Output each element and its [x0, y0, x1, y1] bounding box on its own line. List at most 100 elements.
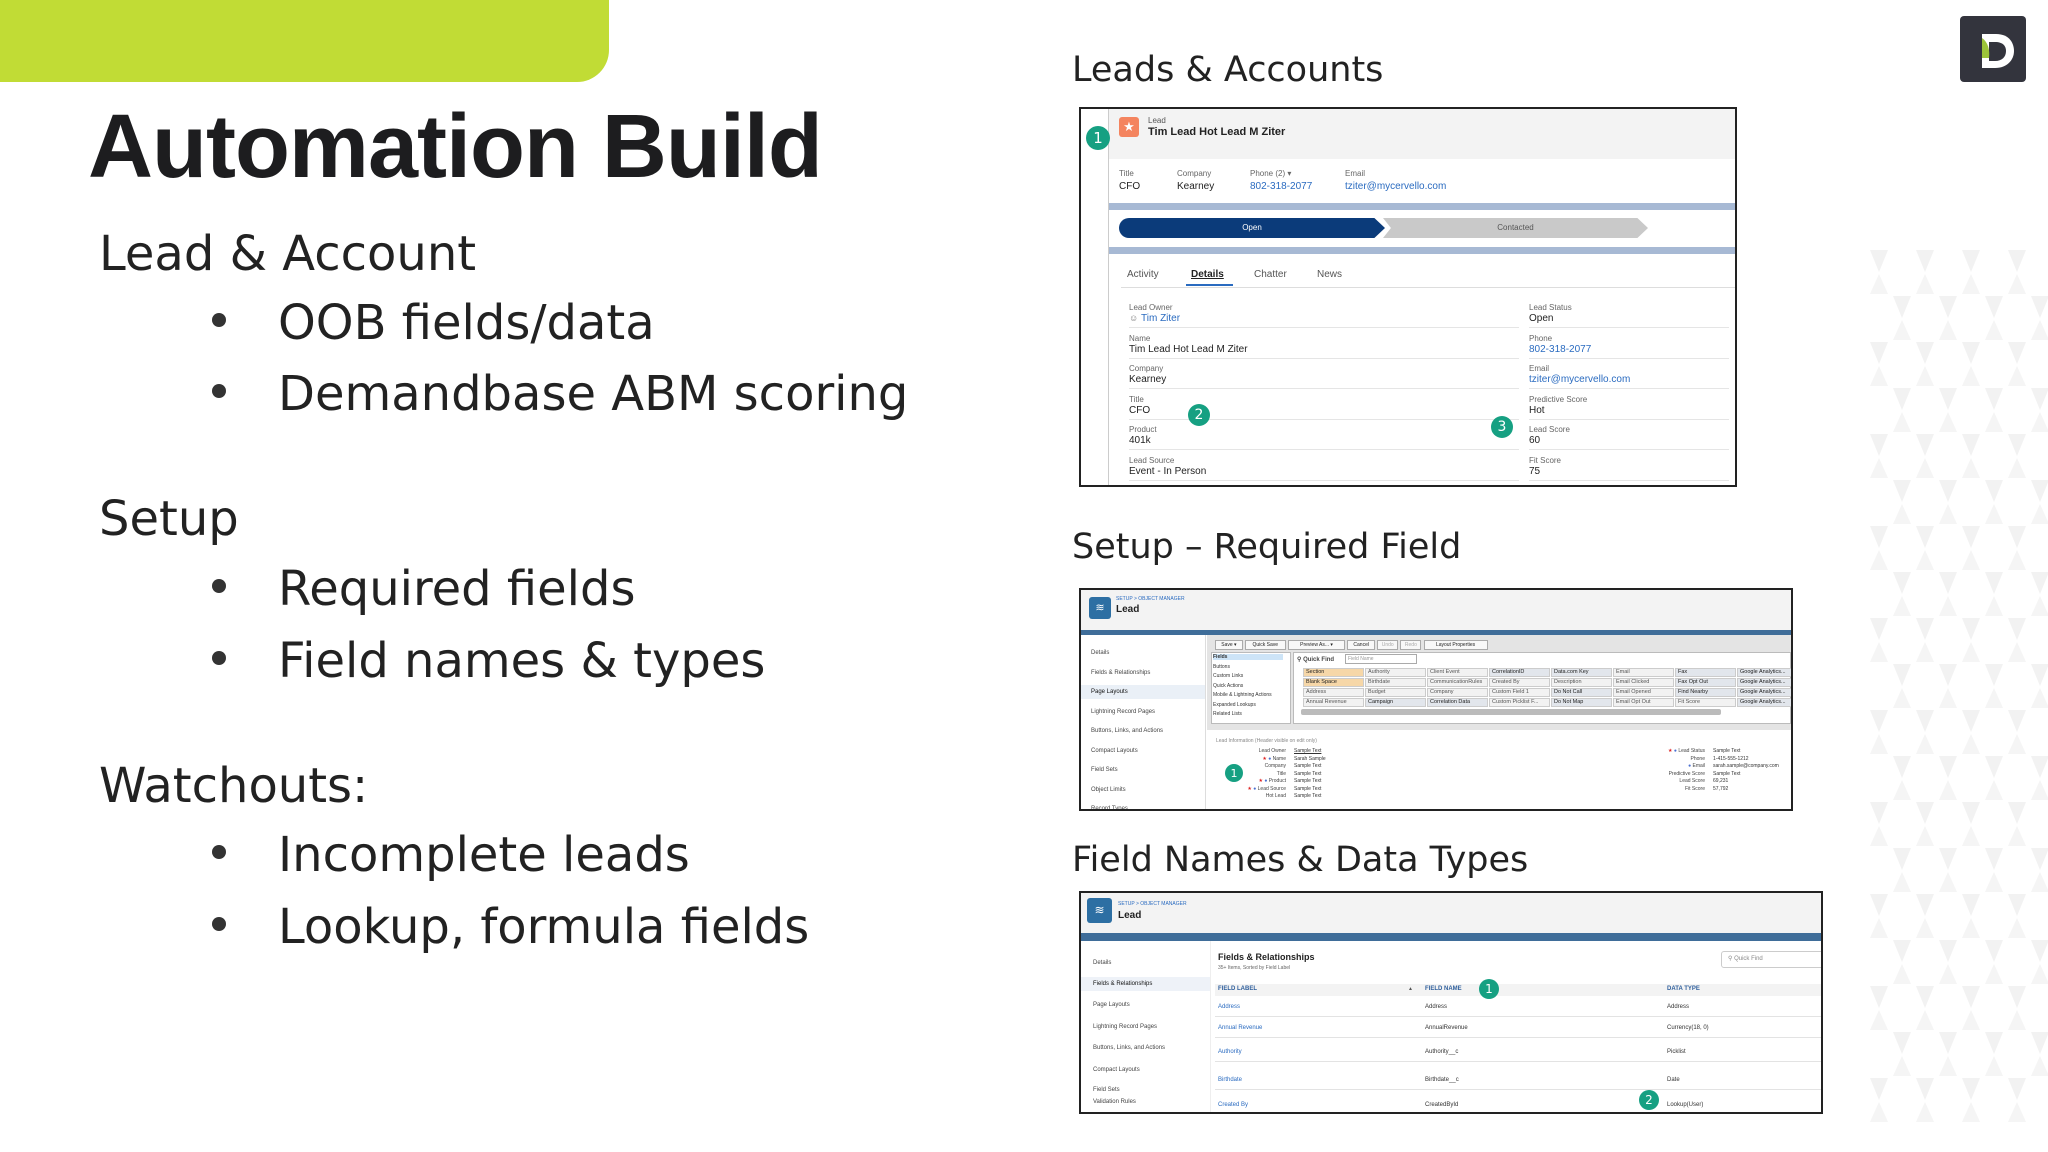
sidebar-item[interactable]: Buttons, Links, and Actions — [1093, 1045, 1166, 1051]
table-cell: Address — [1667, 1004, 1690, 1010]
palette-field[interactable]: Fax — [1675, 668, 1736, 677]
toolbar-button[interactable]: Layout Properties — [1423, 640, 1488, 650]
palette-field[interactable]: Client Event — [1427, 668, 1488, 677]
palette-field[interactable]: Google Analytics... — [1737, 688, 1791, 697]
palette-field[interactable]: Budget — [1365, 688, 1426, 697]
sidebar-item[interactable]: Field Sets — [1093, 1087, 1120, 1091]
palette-field[interactable]: Created By — [1489, 678, 1550, 687]
row-divider — [1215, 1061, 1821, 1062]
tab-news[interactable]: News — [1317, 269, 1343, 280]
sidebar-item[interactable]: Record Types — [1091, 806, 1128, 811]
callout-badge: 1 — [1086, 126, 1110, 150]
sidebar-item[interactable]: Compact Layouts — [1091, 748, 1138, 754]
bullet-item: Required fields — [212, 561, 635, 617]
sidebar-item[interactable]: Lightning Record Pages — [1091, 709, 1156, 715]
sidebar-item[interactable]: Object Limits — [1091, 787, 1126, 793]
sidebar-item[interactable]: Page Layouts — [1081, 685, 1205, 699]
toolbar-button[interactable]: Quick Save — [1244, 640, 1286, 650]
palette-category[interactable]: Mobile & Lightning Actions — [1213, 692, 1272, 698]
palette-category[interactable]: Buttons — [1213, 663, 1230, 670]
table-cell: AnnualRevenue — [1425, 1025, 1468, 1031]
palette-field[interactable]: Campaign — [1365, 698, 1426, 707]
palette-field[interactable]: Company — [1427, 688, 1488, 697]
layout-field-value: Sample Text — [1294, 793, 1322, 799]
field-label-link[interactable]: Birthdate — [1218, 1077, 1243, 1083]
tab-activity[interactable]: Activity — [1127, 269, 1159, 280]
field-value[interactable]: 802-318-2077 — [1529, 343, 1592, 355]
palette-field[interactable]: Data.com Key — [1551, 668, 1612, 677]
triangle-pattern-decoration — [1870, 250, 2048, 1122]
palette-category[interactable]: Related Lists — [1213, 711, 1242, 717]
palette-field[interactable]: Birthdate — [1365, 678, 1426, 687]
palette-field[interactable]: Blank Space — [1303, 678, 1364, 687]
toolbar-button[interactable]: Save ▾ — [1215, 640, 1243, 650]
toolbar-button[interactable]: Preview As... ▾ — [1287, 640, 1346, 650]
palette-field[interactable]: Google Analytics... — [1737, 698, 1791, 707]
palette-category[interactable]: Expanded Lookups — [1213, 701, 1256, 708]
field-label-link[interactable]: Annual Revenue — [1218, 1025, 1263, 1031]
palette-category[interactable]: Quick Actions — [1213, 682, 1244, 689]
palette-field[interactable]: Section — [1303, 668, 1364, 677]
sort-ascending-icon[interactable]: ▲ — [1408, 986, 1413, 992]
palette-category[interactable]: Custom Links — [1213, 673, 1244, 679]
palette-field[interactable]: Description — [1551, 678, 1612, 687]
tab-chatter[interactable]: Chatter — [1254, 269, 1287, 280]
breadcrumb[interactable]: SETUP > OBJECT MANAGER — [1118, 901, 1187, 907]
sidebar-item[interactable]: Buttons, Links, and Actions — [1091, 728, 1164, 734]
field-label-link[interactable]: Address — [1218, 1004, 1241, 1010]
palette-field[interactable]: Authority — [1365, 668, 1426, 677]
palette-field[interactable]: Email Opt Out — [1613, 698, 1674, 707]
layout-field-label: ★ ● Lead Status — [1668, 748, 1705, 754]
quick-find-input[interactable]: Field Name — [1345, 654, 1417, 664]
palette-field[interactable]: Custom Picklist F... — [1489, 698, 1550, 707]
sidebar-item[interactable]: Fields & Relationships — [1091, 670, 1151, 676]
toolbar-button[interactable]: Cancel — [1347, 640, 1376, 650]
toolbar-button[interactable]: Redo — [1400, 640, 1422, 650]
palette-field[interactable]: Fit Score — [1675, 698, 1736, 707]
palette-field[interactable]: Do Not Call — [1551, 688, 1612, 697]
highlight-value[interactable]: tziter@mycervello.com — [1345, 181, 1447, 192]
palette-field[interactable]: Do Not Map — [1551, 698, 1612, 707]
toolbar-button[interactable]: Undo — [1377, 640, 1399, 650]
table-cell: Date — [1667, 1077, 1680, 1083]
sidebar-item[interactable]: Details — [1091, 650, 1110, 656]
palette-field[interactable]: Find Nearby — [1675, 688, 1736, 697]
sidebar-item[interactable]: Field Sets — [1091, 767, 1118, 773]
highlight-value[interactable]: 802-318-2077 — [1250, 181, 1313, 192]
layout-field-value: Sample Text — [1713, 770, 1741, 777]
breadcrumb[interactable]: SETUP > OBJECT MANAGER — [1116, 596, 1185, 602]
sidebar-item[interactable]: Details — [1093, 960, 1112, 966]
tab-details[interactable]: Details — [1191, 269, 1224, 280]
palette-field[interactable]: Email — [1613, 668, 1674, 677]
path-step-contacted[interactable]: Contacted — [1383, 218, 1648, 238]
field-label-link[interactable]: Created By — [1218, 1102, 1249, 1108]
palette-field[interactable]: Correlation Data — [1427, 698, 1488, 707]
sidebar-item[interactable]: Validation Rules — [1093, 1099, 1136, 1105]
field-label-link[interactable]: Authority — [1218, 1049, 1242, 1055]
field-value[interactable]: Tim Ziter — [1141, 313, 1181, 324]
palette-field[interactable]: CommunicationRules — [1427, 678, 1488, 687]
highlight-label: Email — [1345, 169, 1366, 178]
palette-field[interactable]: Custom Field 1 — [1489, 688, 1550, 697]
palette-field[interactable]: Annual Revenue — [1303, 698, 1364, 707]
path-step-open[interactable]: Open — [1119, 218, 1385, 238]
palette-field[interactable]: CorrelationID — [1489, 668, 1550, 677]
palette-field[interactable]: Google Analytics... — [1737, 668, 1791, 677]
palette-field[interactable]: Email Clicked — [1613, 678, 1674, 687]
sidebar-item[interactable]: Lightning Record Pages — [1093, 1024, 1158, 1030]
palette-category[interactable]: Fields — [1213, 654, 1283, 660]
palette-field[interactable]: Fax Opt Out — [1675, 678, 1736, 687]
column-header[interactable]: FIELD NAME — [1425, 986, 1462, 992]
palette-field[interactable]: Email Opened — [1613, 688, 1674, 697]
sidebar-item[interactable]: Fields & Relationships — [1081, 977, 1210, 991]
palette-scrollbar[interactable] — [1301, 709, 1721, 715]
sidebar-item[interactable]: Page Layouts — [1093, 1002, 1130, 1008]
quick-find-input[interactable]: ⚲ Quick Find — [1721, 951, 1821, 968]
column-header[interactable]: DATA TYPE — [1667, 986, 1700, 992]
sidebar-item[interactable]: Compact Layouts — [1093, 1067, 1140, 1073]
palette-field[interactable]: Address — [1303, 688, 1364, 697]
palette-field[interactable]: Google Analytics... — [1737, 678, 1791, 687]
column-header[interactable]: FIELD LABEL — [1218, 986, 1257, 992]
field-value[interactable]: tziter@mycervello.com — [1529, 374, 1631, 385]
